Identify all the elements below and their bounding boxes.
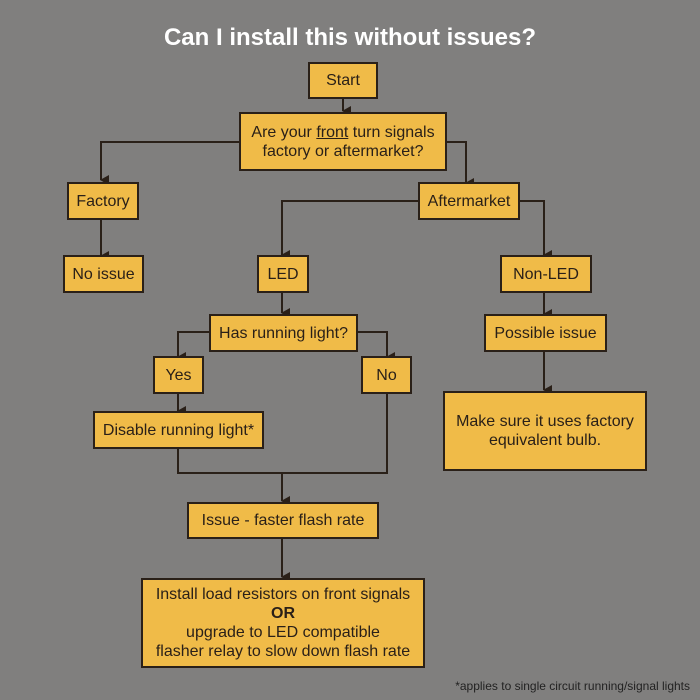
factory-label: Factory [76, 192, 130, 210]
no-issue-label: No issue [72, 265, 135, 283]
install-line4: flasher relay to slow down flash rate [155, 643, 411, 660]
aftermarket-node: Aftermarket [418, 182, 520, 220]
non-led-node: Non-LED [500, 255, 592, 293]
question-line2: factory or aftermarket? [262, 142, 424, 160]
install-or: OR [271, 605, 295, 622]
start-node: Start [308, 62, 378, 99]
no-label: No [376, 366, 397, 384]
install-line1: Install load resistors on front signals [155, 586, 411, 603]
yes-node: Yes [153, 356, 204, 394]
arrow-aftermarket-nonled [518, 200, 552, 260]
question-turn-signals-node: Are your front turn signals factory or a… [239, 112, 447, 171]
no-issue-node: No issue [63, 255, 144, 293]
question-post: turn signals [348, 123, 435, 141]
make-sure-node: Make sure it uses factory equivalent bul… [443, 391, 647, 471]
issue-faster-flash-node: Issue - faster flash rate [187, 502, 379, 539]
make-sure-line1: Make sure it uses factory [456, 413, 634, 430]
possible-issue-node: Possible issue [484, 314, 607, 352]
footnote: *applies to single circuit running/signa… [455, 679, 690, 693]
arrow-hasrunning-no [357, 331, 395, 362]
make-sure-line2: equivalent bulb. [488, 432, 602, 449]
disable-running-light-node: Disable running light* [93, 411, 264, 449]
arrow-hasrunning-yes [177, 331, 209, 362]
arrow-question-aftermarket [446, 141, 474, 188]
start-label: Start [326, 72, 360, 89]
factory-node: Factory [67, 182, 139, 220]
led-node: LED [257, 255, 309, 293]
possible-issue-label: Possible issue [494, 324, 597, 342]
yes-label: Yes [165, 366, 192, 384]
no-node: No [361, 356, 412, 394]
led-label: LED [267, 265, 299, 283]
install-node: Install load resistors on front signals … [141, 578, 425, 668]
has-running-light-node: Has running light? [209, 314, 358, 352]
has-running-light-label: Has running light? [219, 324, 348, 342]
question-pre: Are your [251, 123, 317, 141]
issue-faster-flash-label: Issue - faster flash rate [201, 512, 365, 529]
install-line3: upgrade to LED compatible [186, 624, 380, 641]
disable-running-light-label: Disable running light* [102, 421, 255, 439]
question-line1: Are your front turn signals [251, 123, 434, 142]
non-led-label: Non-LED [513, 265, 579, 283]
question-underlined-front: front [316, 123, 349, 141]
page-title: Can I install this without issues? [163, 24, 537, 51]
aftermarket-label: Aftermarket [427, 192, 511, 210]
arrow-aftermarket-led [281, 200, 418, 260]
arrow-question-factory [100, 141, 240, 185]
